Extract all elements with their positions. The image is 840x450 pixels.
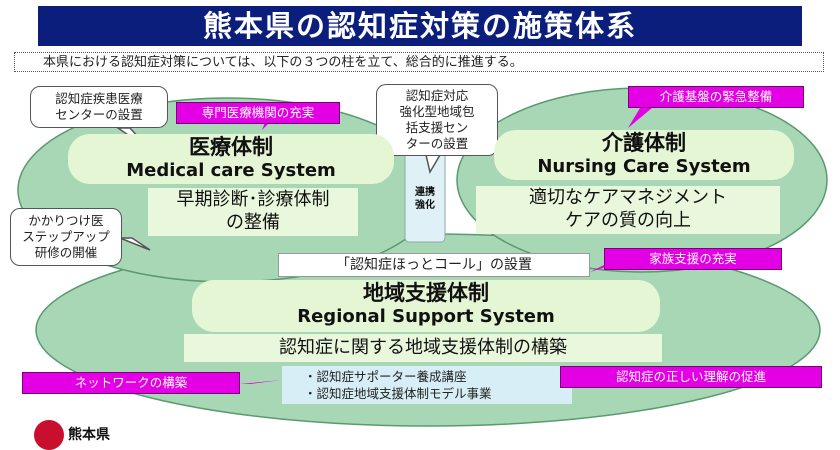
nursing-title-en: Nursing Care System (537, 156, 751, 177)
nursing-title-jp: 介護体制 (602, 131, 686, 155)
regional-items: ・認知症サポーター養成講座 ・認知症地域支援体制モデル事業 (282, 366, 572, 404)
regional-title-jp: 地域支援体制 (363, 281, 489, 305)
nursing-body-line: ケアの質の向上 (565, 210, 691, 231)
regional-item: ・認知症地域支援体制モデル事業 (304, 386, 492, 401)
callout-dementia-medical-center: 認知症疾患医療 センターの設置 (30, 86, 168, 128)
callout-regional-support-center: 認知症対応 強化型地域包 括支援セン ターの設置 (376, 84, 498, 156)
callout-line: 強化型地域包 (399, 104, 475, 119)
hotcall-box: 「認知症ほっとコール」の設置 (278, 253, 590, 277)
callout-line: 認知症疾患医療 (55, 91, 143, 106)
callout-line: かかりつけ医 (28, 213, 104, 228)
callout-tail (240, 380, 282, 384)
regional-title-en: Regional Support System (297, 306, 555, 327)
callout-gp-training: かかりつけ医 ステップアップ 研修の開催 (10, 208, 122, 266)
medical-body-line: の整備 (226, 212, 280, 233)
callout-line: 認知症対応 (405, 88, 469, 103)
nursing-body-line: 適切なケアマネジメント (529, 187, 727, 208)
medical-system-label: 医療体制 Medical care System (68, 134, 394, 184)
medical-body: 早期診断･診療体制 の整備 (148, 188, 358, 236)
medical-title-jp: 医療体制 (189, 135, 273, 159)
nursing-body: 適切なケアマネジメント ケアの質の向上 (476, 186, 780, 234)
page-title: 熊本県の認知症対策の施策体系 (38, 6, 802, 46)
medical-title-en: Medical care System (126, 160, 336, 181)
prefecture-logo-icon (34, 420, 64, 450)
regional-body: 認知症に関する地域支援体制の構築 (184, 334, 662, 362)
medical-body-line: 早期診断･診療体制 (176, 189, 330, 210)
callout-line: ステップアップ (22, 229, 110, 244)
callout-nursing-infrastructure: 介護基盤の緊急整備 (628, 86, 804, 108)
footer-org: 熊本県 (68, 427, 110, 443)
strengthen-line: 連携 (415, 187, 435, 198)
link-strengthen-label: 連携 強化 (407, 186, 443, 212)
intro-text: 本県における認知症対策については、以下の３つの柱を立て、総合的に推進する。 (14, 52, 824, 72)
callout-network: ネットワークの構築 (22, 372, 240, 394)
regional-system-label: 地域支援体制 Regional Support System (192, 280, 660, 332)
callout-line: 括支援セン (405, 120, 469, 135)
regional-item: ・認知症サポーター養成講座 (304, 369, 467, 384)
callout-tail (628, 108, 652, 128)
callout-line: センターの設置 (55, 107, 143, 122)
nursing-system-label: 介護体制 Nursing Care System (494, 130, 794, 180)
callout-line: 研修の開催 (34, 245, 98, 260)
callout-family-support: 家族支援の充実 (604, 248, 782, 270)
strengthen-line: 強化 (415, 200, 435, 211)
callout-specialist-institutions: 専門医療機関の充実 (176, 102, 340, 124)
callout-understanding: 認知症の正しい理解の促進 (560, 366, 822, 388)
callout-line: ターの設置 (405, 136, 469, 151)
callout-tail (119, 237, 151, 251)
